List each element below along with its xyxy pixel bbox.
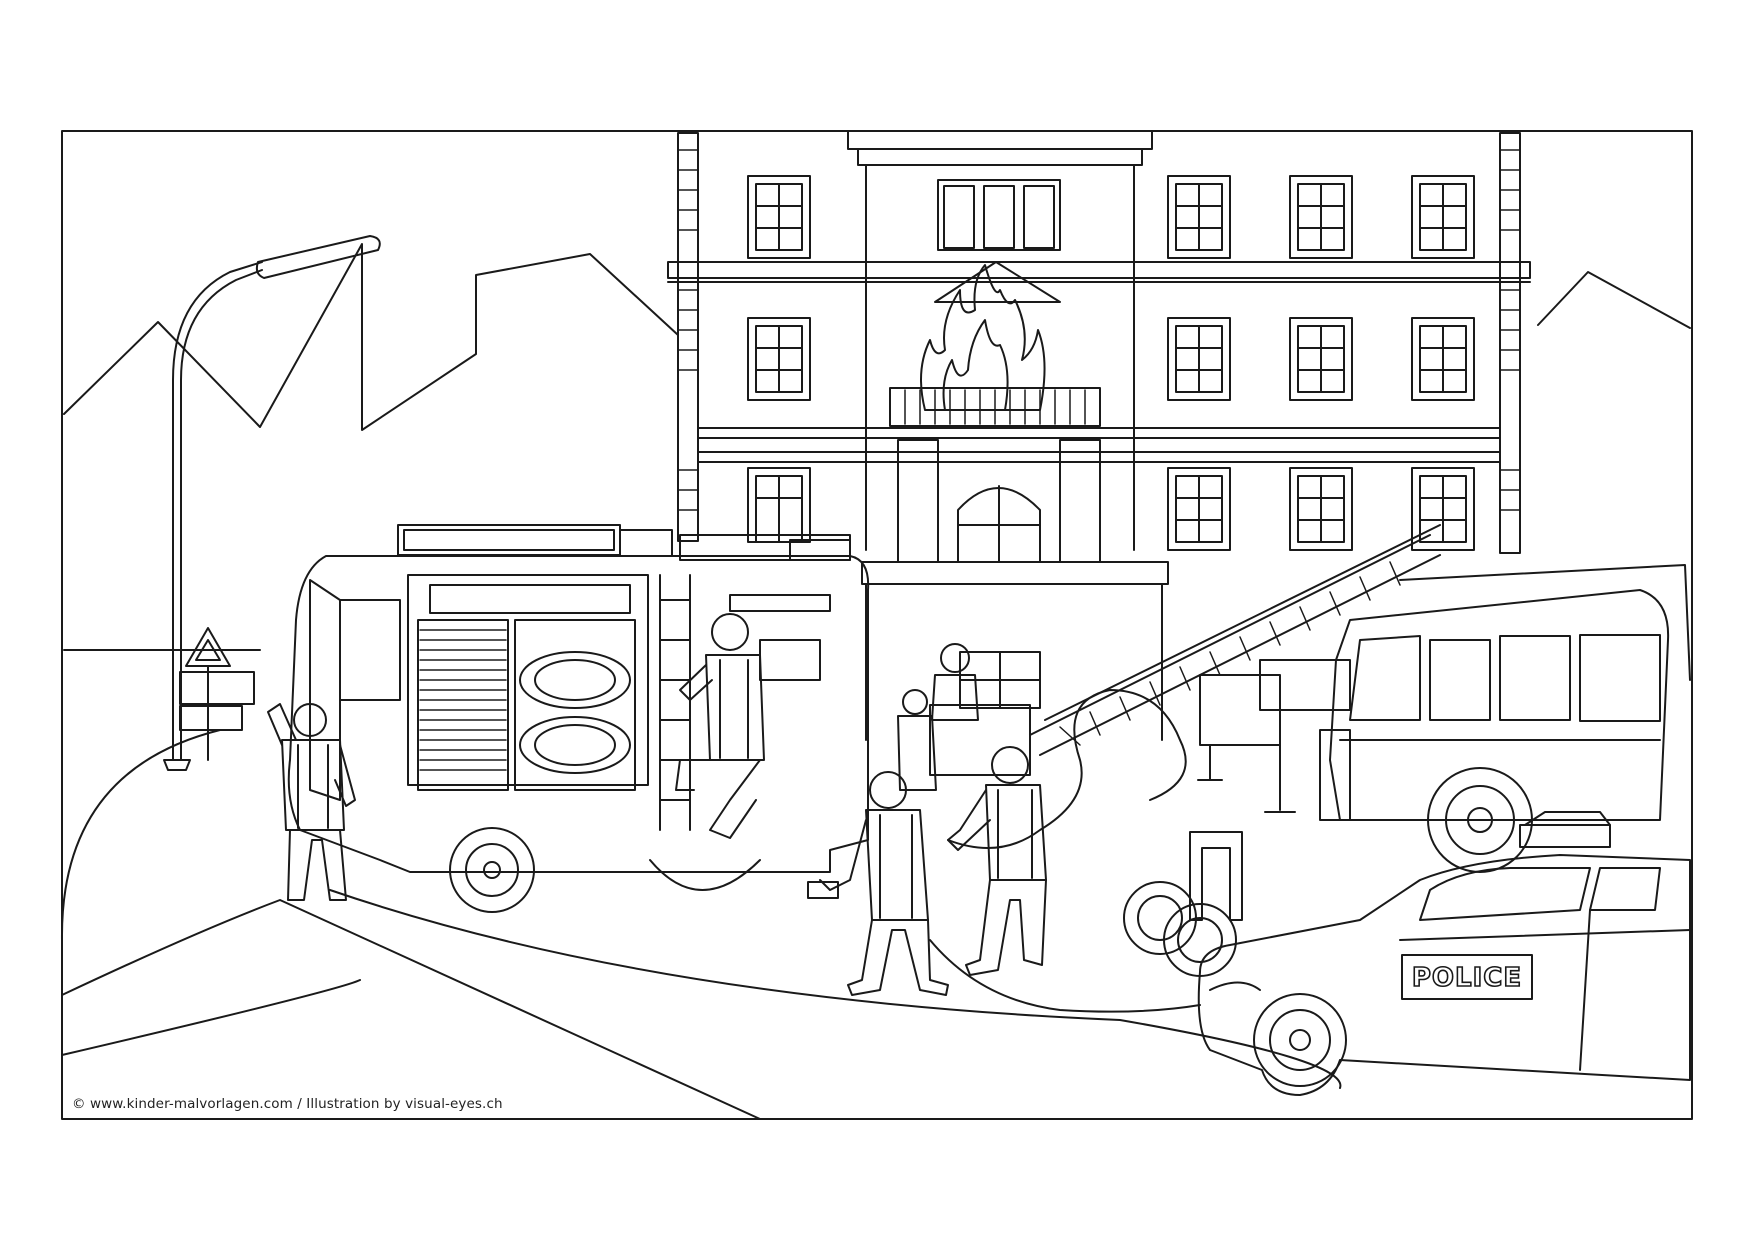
building bbox=[667, 130, 1531, 741]
road bbox=[60, 729, 1342, 1120]
building-windows bbox=[747, 175, 1475, 551]
fire-flames bbox=[920, 264, 1046, 411]
firefighter-left bbox=[267, 703, 356, 901]
police-car-wheel bbox=[1253, 993, 1347, 1087]
street-lamp bbox=[163, 235, 381, 771]
fire-truck-wheel bbox=[449, 827, 535, 913]
road-sign bbox=[179, 627, 255, 761]
copyright-credit: © www.kinder-malvorlagen.com / Illustrat… bbox=[72, 1096, 503, 1112]
police-label: POLICE bbox=[1412, 963, 1522, 993]
firefighter-basket bbox=[897, 643, 1031, 791]
firefighter-climbing bbox=[675, 613, 765, 839]
background-skyline bbox=[63, 243, 1691, 651]
ladder-truck bbox=[1029, 524, 1691, 873]
police-car bbox=[1197, 811, 1691, 1096]
firefighter-nozzle bbox=[807, 771, 949, 996]
firefighters bbox=[267, 613, 1201, 1013]
